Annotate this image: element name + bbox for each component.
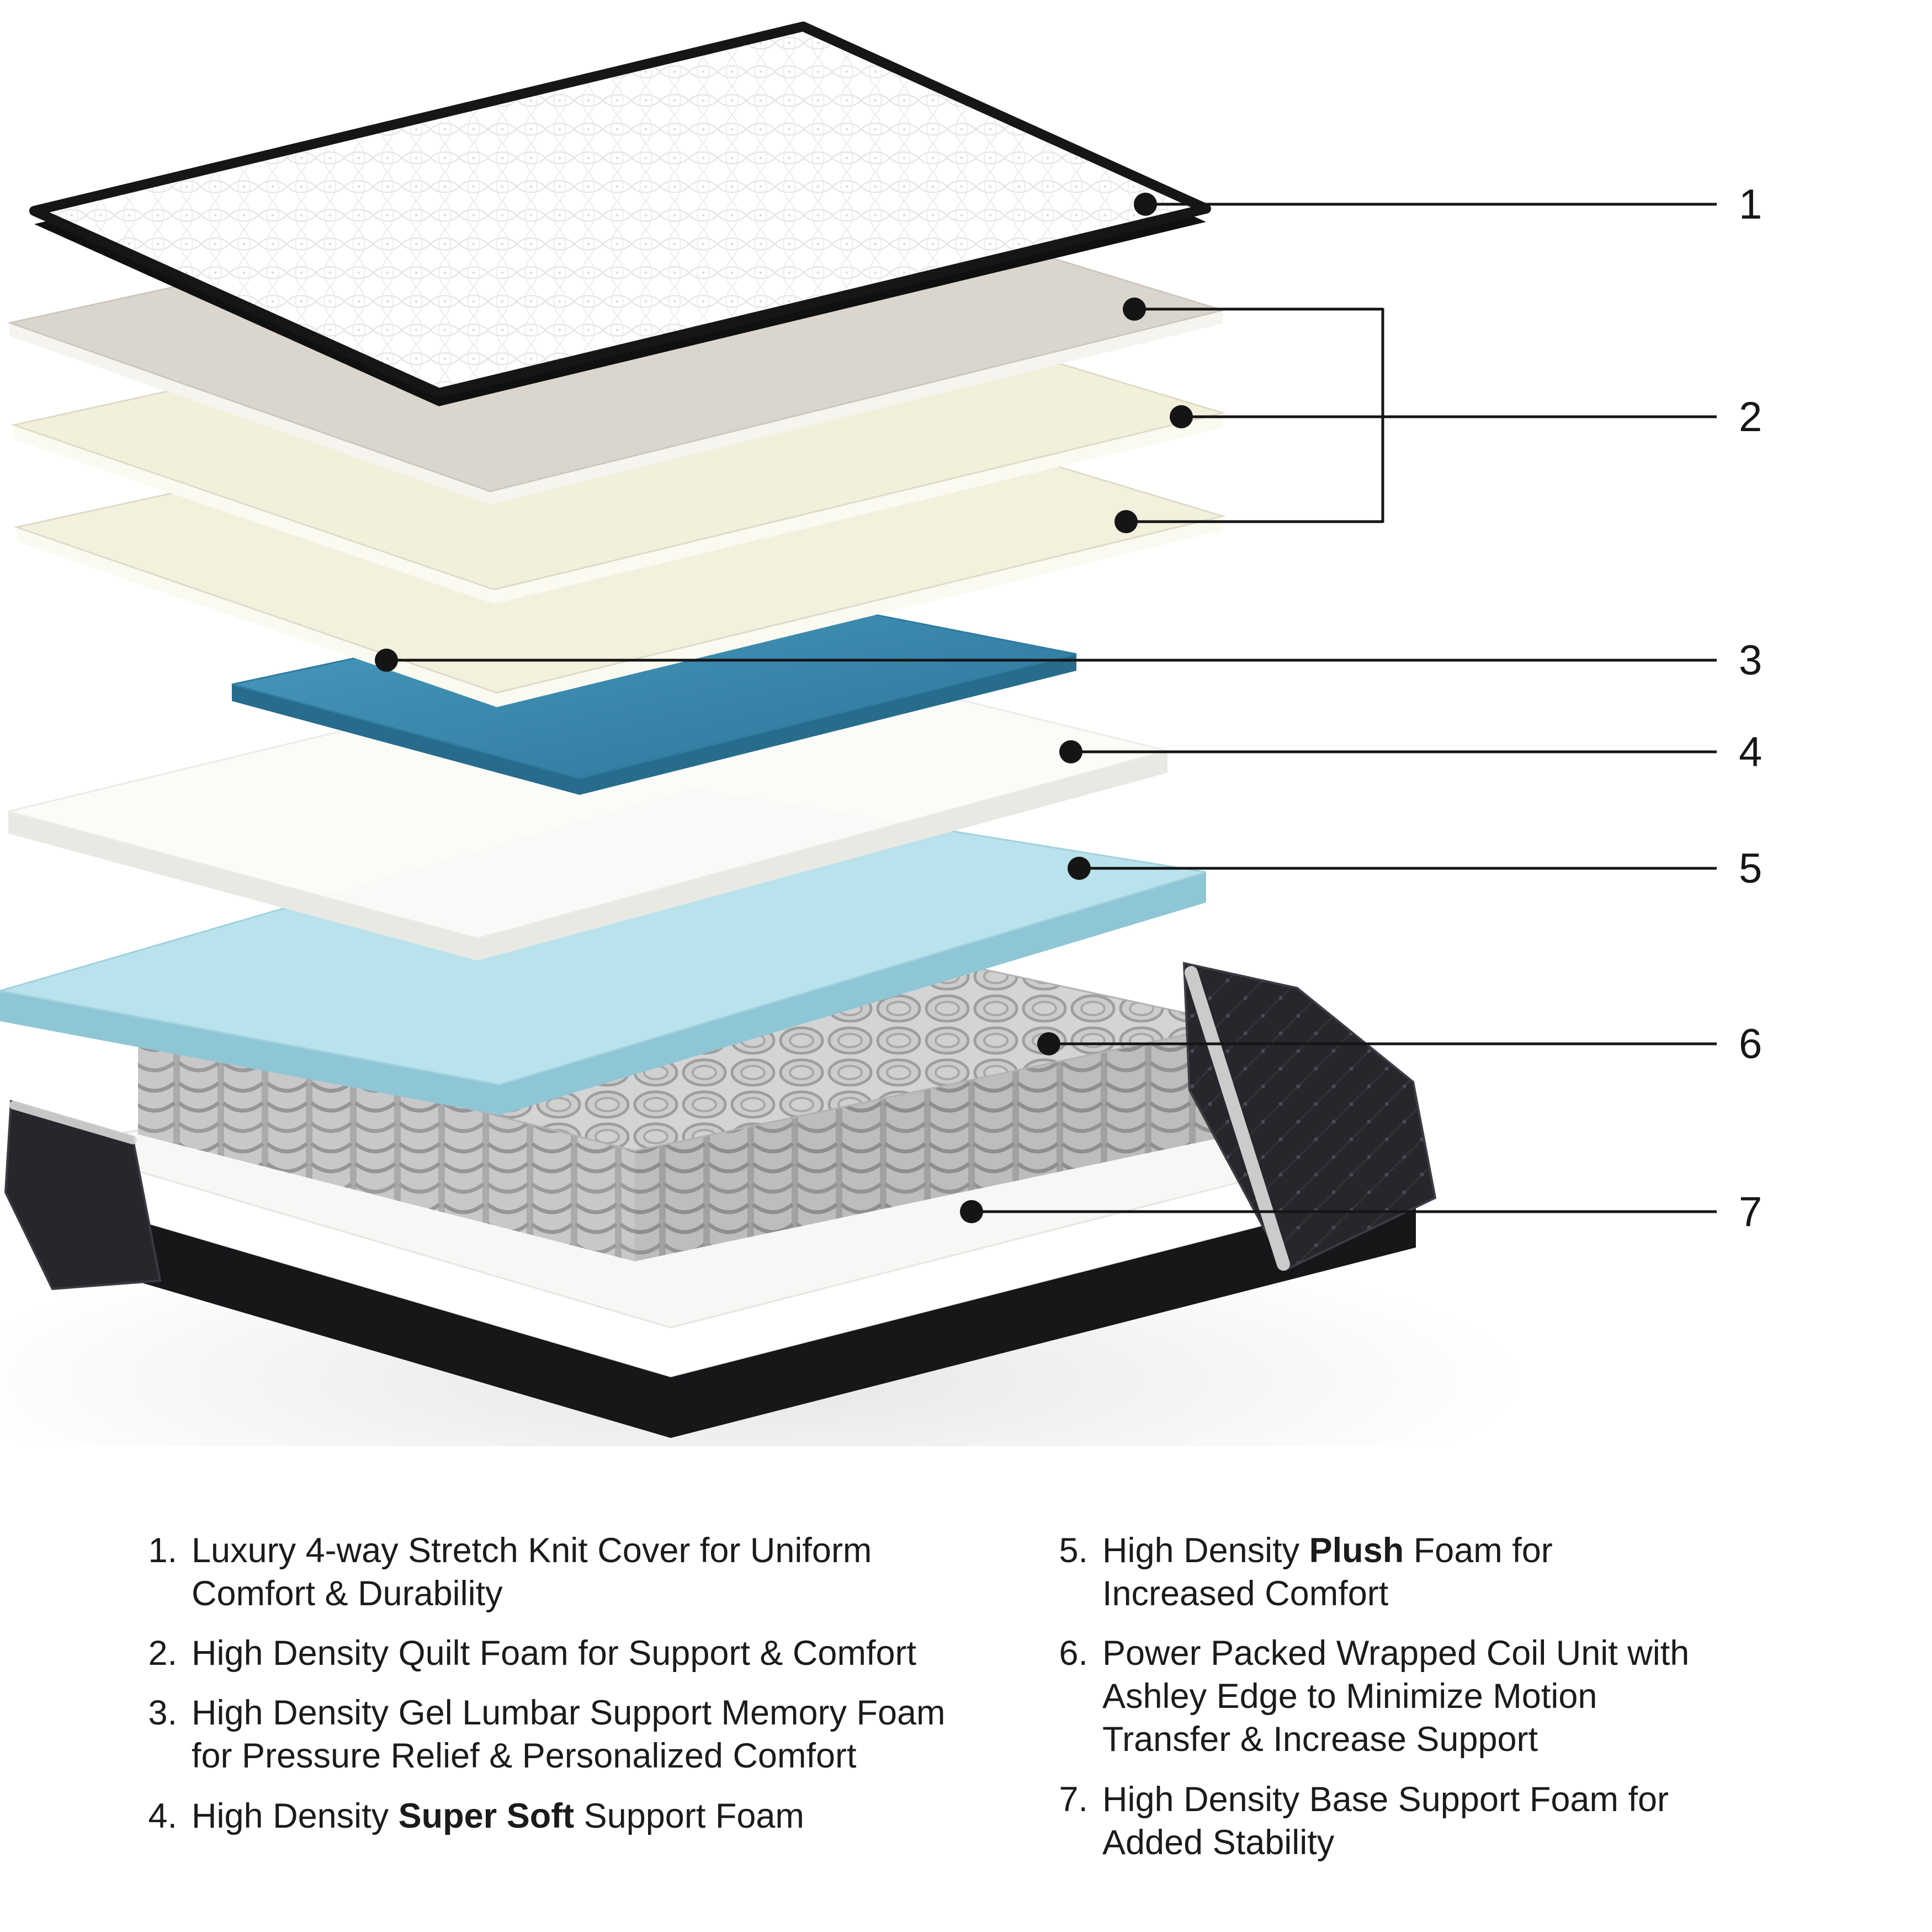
legend-item: 3. High Density Gel Lumbar Support Memory… [141,1691,1035,1777]
legend-item-number: 1. [148,1531,177,1570]
layer-1-knit-cover [29,22,1211,406]
legend-text-segment: Support Foam [574,1796,804,1835]
callout-label-7: 7 [1739,1188,1762,1235]
gel-side-face [232,654,1076,795]
legend-column-left: 1. Luxury 4-way Stretch Knit Cover for Un… [141,1529,1035,1854]
callout-label-1: 1 [1739,181,1762,228]
legend-text-segment: High Density Quilt Foam for Support & Co… [192,1634,916,1673]
mattress-exploded-diagram: 1 2 3 4 5 6 7 [0,22,1762,1446]
border-right-trim [1185,966,1290,1271]
legend-text-segment: High Density Base Support Foam for [1102,1780,1669,1819]
callout-label-5: 5 [1739,845,1762,892]
legend-text-segment: Power Packed Wrapped Coil Unit with [1102,1634,1690,1673]
legend-text-segment: Added Stability [1102,1823,1335,1862]
legend-item-text: High Density Quilt Foam for Support & Co… [192,1632,916,1675]
legend-item-number: 4. [148,1796,177,1835]
legend-item: 1. Luxury 4-way Stretch Knit Cover for Un… [141,1529,1035,1615]
mattress-border-fabric [4,962,1437,1291]
legend-text-segment: Comfort & Durability [192,1574,503,1613]
callout-dot-3 [375,649,398,672]
legend-item-number: 6. [1059,1634,1088,1673]
legend-item-number: 3. [148,1694,177,1733]
callout-dot-2a [1123,298,1146,321]
quilt-foam-3-side [17,516,1223,707]
callout-dot-5 [1068,857,1091,880]
legend-text-segment: Transfer & Increase Support [1102,1720,1538,1759]
callout-dot-2b [1170,405,1193,428]
legend-item: 4. High Density Super Soft Support Foam [141,1795,1035,1838]
legend-item-number: 7. [1059,1780,1088,1819]
callout-dot-2c [1114,510,1138,533]
callout-dot-7 [960,1200,983,1223]
cover-top-face [29,22,1211,398]
callout-label-3: 3 [1739,637,1762,684]
legend-text-segment: Foam for [1404,1531,1553,1570]
callout-dot-4 [1059,740,1082,763]
base-black-band [50,1187,1416,1438]
callout-label-4: 4 [1739,729,1762,776]
callout-dot-6 [1037,1032,1060,1055]
legend-text-bold-segment: Plush [1309,1531,1404,1570]
legend-text-segment: Ashley Edge to Minimize Motion [1102,1677,1597,1716]
border-fabric-right-wedge [1182,962,1437,1271]
legend-item-text: Luxury 4-way Stretch Knit Cover for Unif… [192,1529,872,1615]
plush-side-face [0,872,1206,1115]
callouts: 1 2 3 4 5 6 7 [375,181,1762,1235]
legend-text-segment: High Density [192,1796,399,1835]
coil-front-left-face [138,1024,635,1261]
coil-front-right-shade [635,1024,1236,1261]
border-left-trim [9,1101,137,1144]
soft-foam-side-face [8,751,1167,960]
legend-text-bold-segment: Super Soft [398,1796,575,1835]
legend-text-segment: for Pressure Relief & Personalized Comfo… [192,1737,857,1776]
legend-text-segment: High Density [1102,1531,1309,1570]
legend-text-segment: High Density Gel Lumbar Support Memory F… [192,1694,946,1733]
legend-text-segment: Increased Comfort [1102,1574,1389,1613]
quilt-foam-1-side [10,310,1223,505]
legend-item: 2. High Density Quilt Foam for Support & … [141,1632,1035,1675]
legend-item-text: High Density Super Soft Support Foam [192,1795,804,1838]
callout-label-2: 2 [1739,394,1762,440]
callout-dot-1 [1134,193,1157,216]
coil-front-right-face [635,1024,1236,1261]
callout-label-6: 6 [1739,1021,1762,1068]
legend-item-number: 5. [1059,1531,1088,1570]
legend-text-segment: Luxury 4-way Stretch Knit Cover for Unif… [192,1531,872,1570]
legend-item-text: High Density Gel Lumbar Support Memory F… [192,1691,946,1777]
legend-item-number: 2. [148,1634,177,1673]
